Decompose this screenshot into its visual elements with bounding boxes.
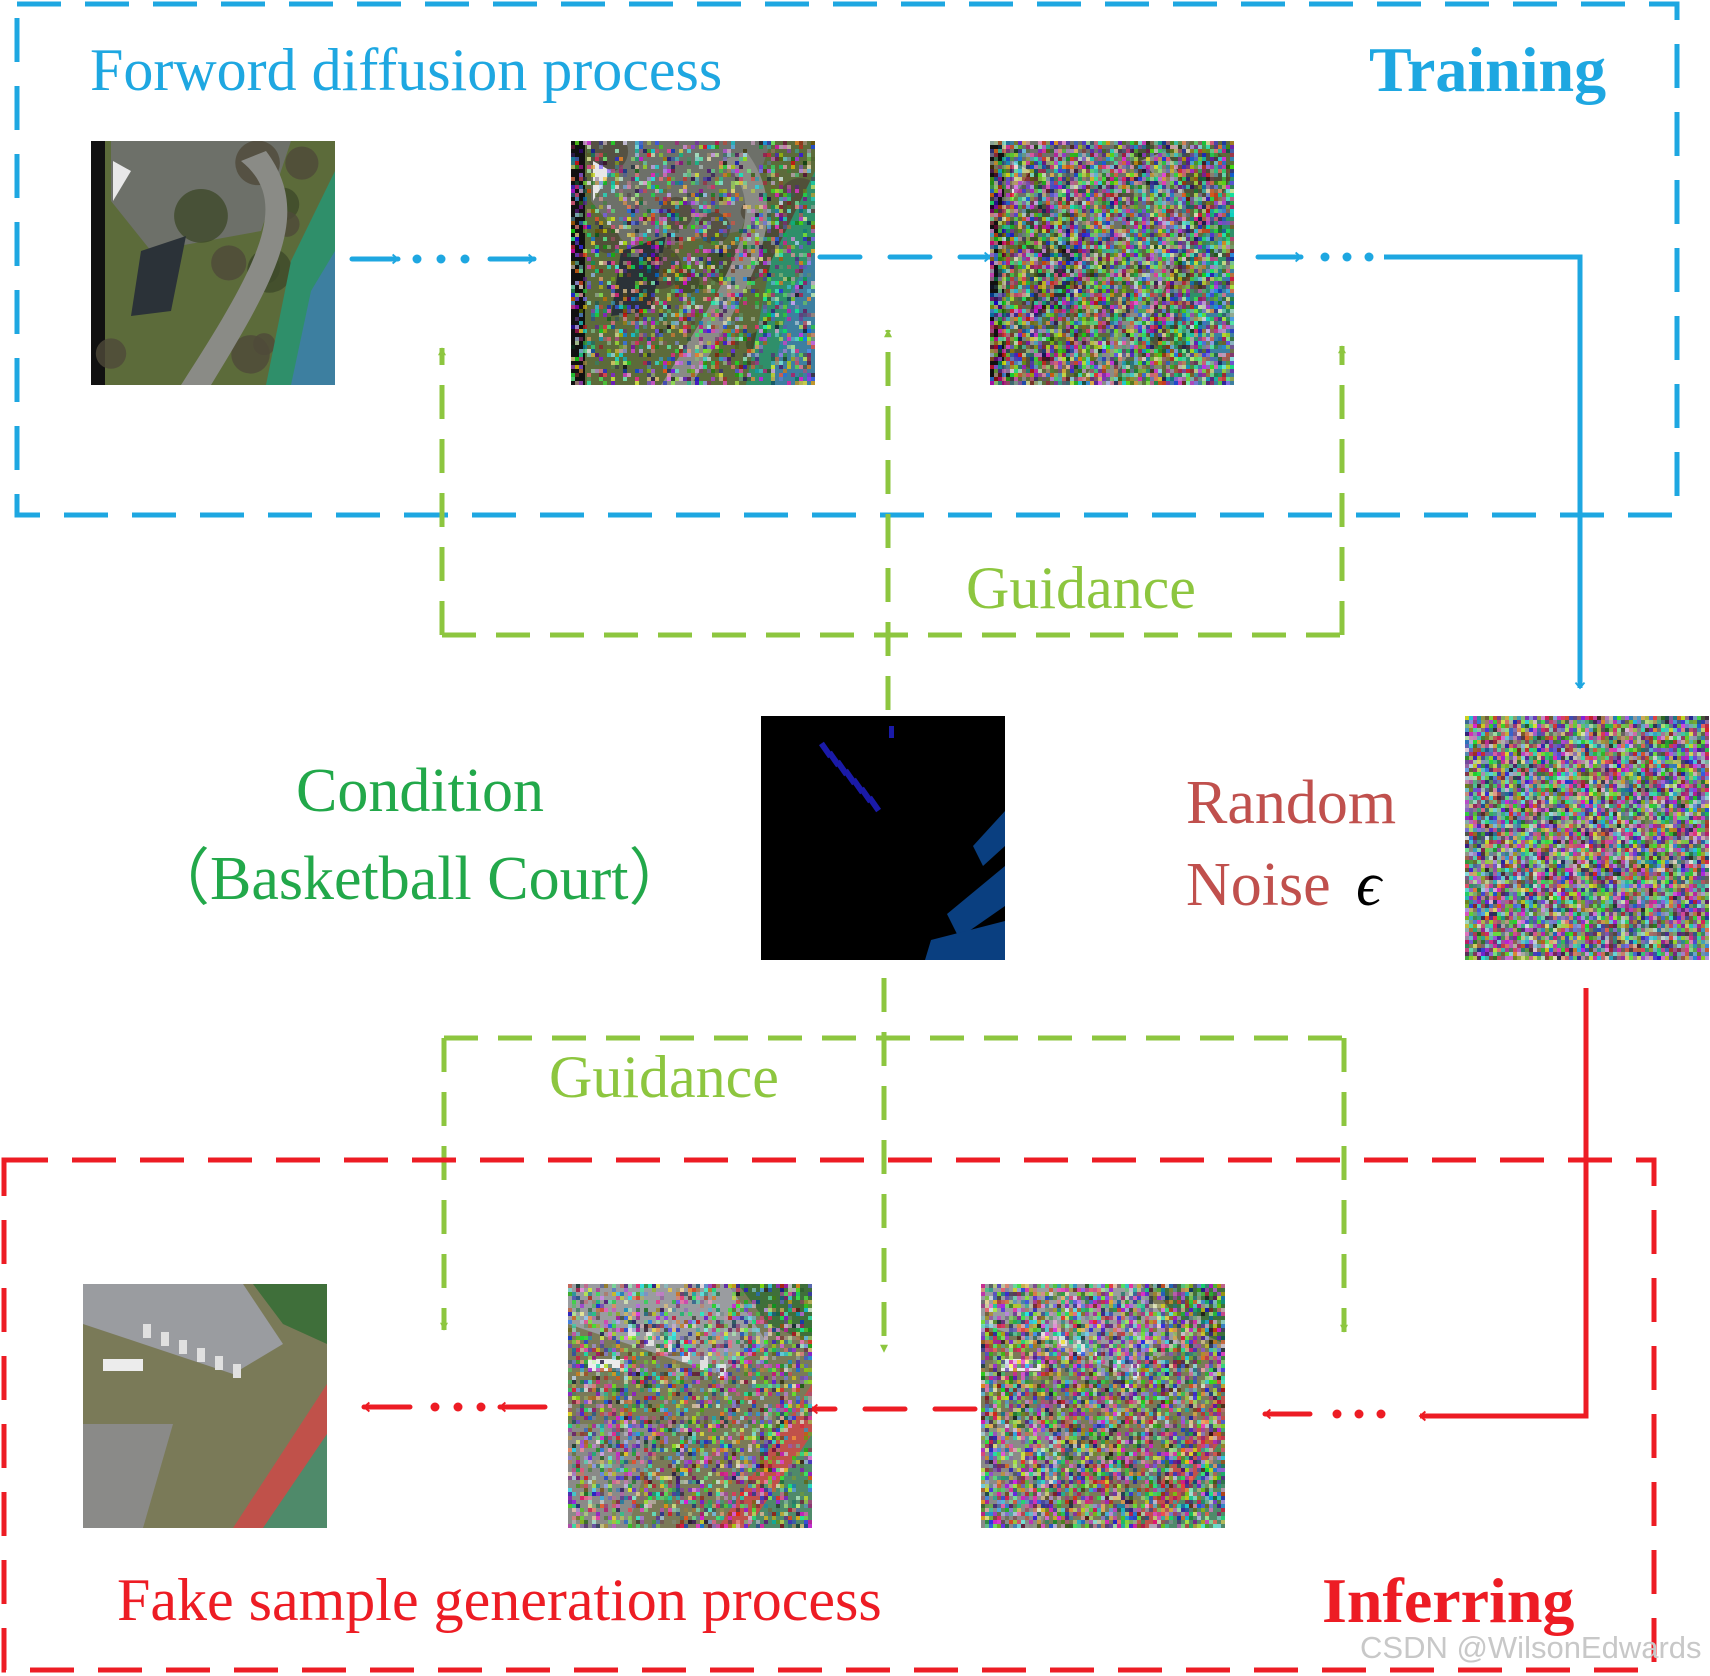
training-label: Training xyxy=(1369,34,1607,105)
epsilon-symbol: ϵ xyxy=(1356,851,1382,919)
condition-label: Condition xyxy=(296,757,545,825)
training-to-noise-arrow xyxy=(1384,254,1586,690)
watermark: CSDN @WilsonEdwards xyxy=(1360,1630,1702,1665)
generated-fake-sample-image xyxy=(83,1284,327,1528)
noise-word: Noise xyxy=(1186,851,1331,919)
forward-process-label: Forword diffusion process xyxy=(90,37,723,103)
condition-mask-image xyxy=(761,716,1005,960)
lower-guidance-label: Guidance xyxy=(549,1044,779,1110)
inferring-ellipsis-1 xyxy=(1332,1409,1386,1419)
inferring-region-border xyxy=(1,1157,1657,1673)
training-ellipsis-1 xyxy=(412,254,470,264)
training-region-border xyxy=(14,1,1680,518)
heavily-noised-aerial-image xyxy=(990,141,1234,385)
slightly-noised-aerial-image xyxy=(571,141,815,385)
generation-process-label: Fake sample generation process xyxy=(117,1567,882,1633)
random-noise-image xyxy=(1465,716,1709,960)
noise-label: Noise ϵ xyxy=(1186,854,1381,916)
noise-to-inferring-arrow xyxy=(1418,988,1589,1422)
training-ellipsis-2 xyxy=(1320,252,1374,262)
early-denoised-image xyxy=(981,1284,1225,1528)
inferring-label: Inferring xyxy=(1322,1565,1575,1636)
upper-guidance-label: Guidance xyxy=(966,555,1196,621)
inferring-ellipsis-2 xyxy=(430,1402,486,1412)
condition-class-label: （Basketball Court） xyxy=(148,845,691,913)
partially-denoised-image xyxy=(568,1284,812,1528)
clean-aerial-image xyxy=(91,141,335,385)
random-label: Random xyxy=(1186,769,1397,837)
